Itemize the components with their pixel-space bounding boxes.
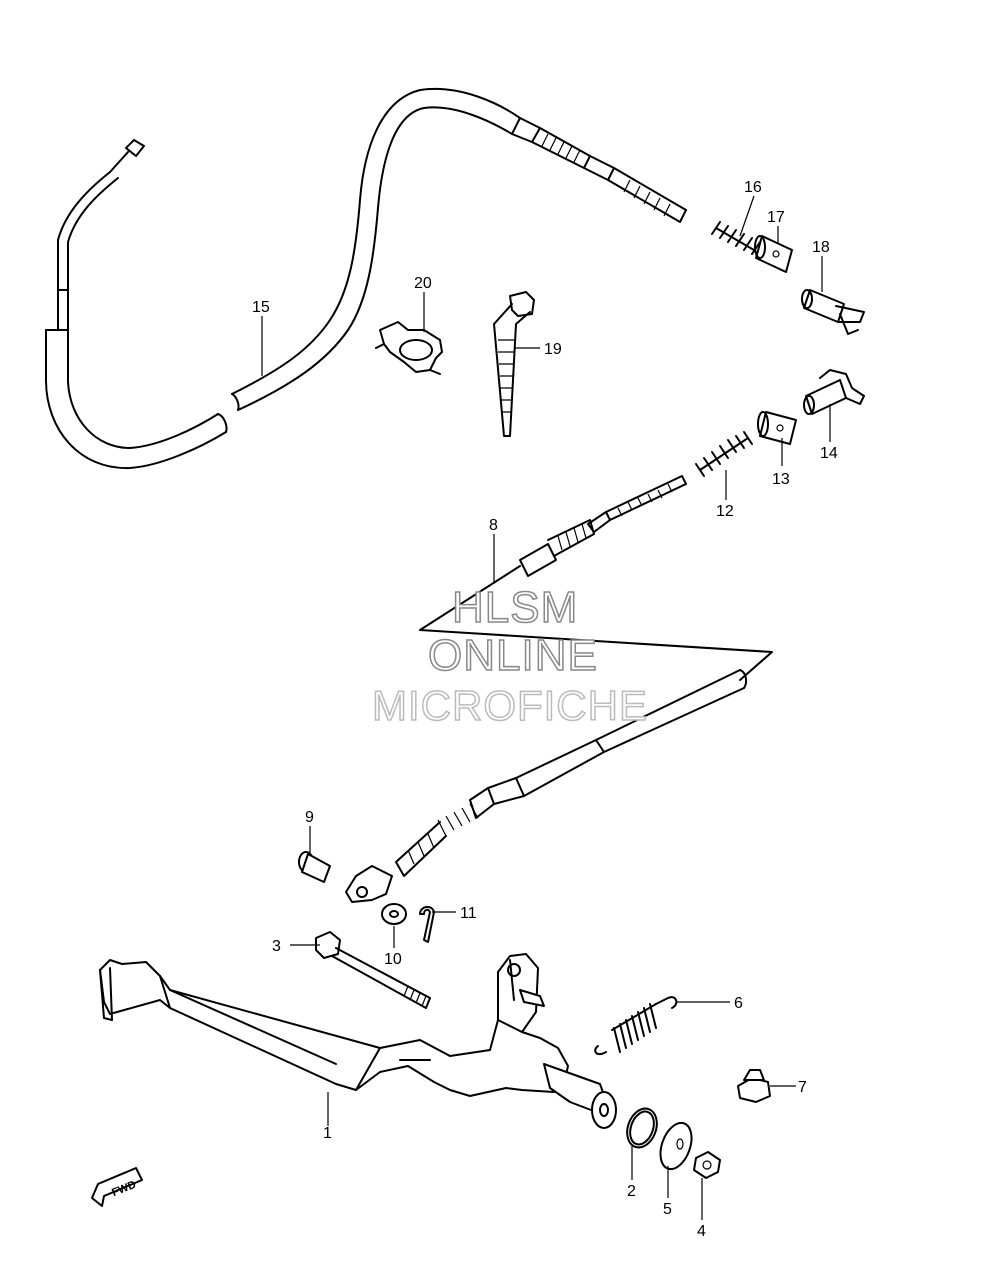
part-8-cable[interactable] [345,475,773,903]
callouts: 1 2 3 4 5 6 7 8 9 10 11 12 13 14 15 16 1… [252,179,838,1240]
callout-18: 18 [812,239,830,256]
part-17-collar[interactable] [754,235,793,273]
callout-10: 10 [384,951,402,968]
fwd-arrow-icon: FWD [91,1167,143,1207]
part-18-bracket[interactable] [801,289,865,335]
callout-19: 19 [544,341,562,358]
part-3-bolt[interactable] [315,931,431,1009]
part-2-o-ring[interactable] [622,1104,662,1151]
callout-3: 3 [272,938,281,955]
callout-12: 12 [716,503,734,520]
watermark-line-2: ONLINE [428,631,598,680]
watermark-line-3: MICROFICHE [372,682,648,729]
callout-15: 15 [252,299,270,316]
part-5-washer[interactable] [655,1119,698,1174]
part-13-collar[interactable] [757,411,797,445]
part-9-pin[interactable] [298,851,331,883]
part-20-clamp[interactable] [375,321,443,375]
callout-5: 5 [663,1201,672,1218]
callout-11: 11 [460,905,477,922]
part-19-cable-tie[interactable] [493,291,535,437]
part-16-spring[interactable] [711,221,761,255]
callout-7: 7 [798,1079,807,1096]
callout-8: 8 [489,517,498,534]
callout-2: 2 [627,1183,636,1200]
part-15-cable[interactable] [45,87,687,470]
callout-16: 16 [744,179,762,196]
callout-17: 17 [767,209,785,226]
callout-9: 9 [305,809,314,826]
part-12-spring[interactable] [695,431,753,477]
callout-4: 4 [697,1223,706,1240]
part-7-nut[interactable] [737,1069,771,1103]
part-6-spring[interactable] [594,996,678,1056]
callout-13: 13 [772,471,790,488]
callout-20: 20 [414,275,432,292]
part-1-brake-pedal[interactable] [99,953,617,1129]
callout-14: 14 [820,445,838,462]
watermark-line-1: HLSM [452,583,578,632]
part-10-washer[interactable] [381,903,407,925]
part-4-nut[interactable] [693,1151,721,1179]
part-11-cotter-pin[interactable] [419,906,435,943]
watermark: HLSM ONLINE MICROFICHE [371,582,648,730]
part-14-bracket[interactable] [803,369,865,415]
leader-lines [261,195,831,1220]
callout-6: 6 [734,995,743,1012]
callout-1: 1 [323,1125,332,1142]
